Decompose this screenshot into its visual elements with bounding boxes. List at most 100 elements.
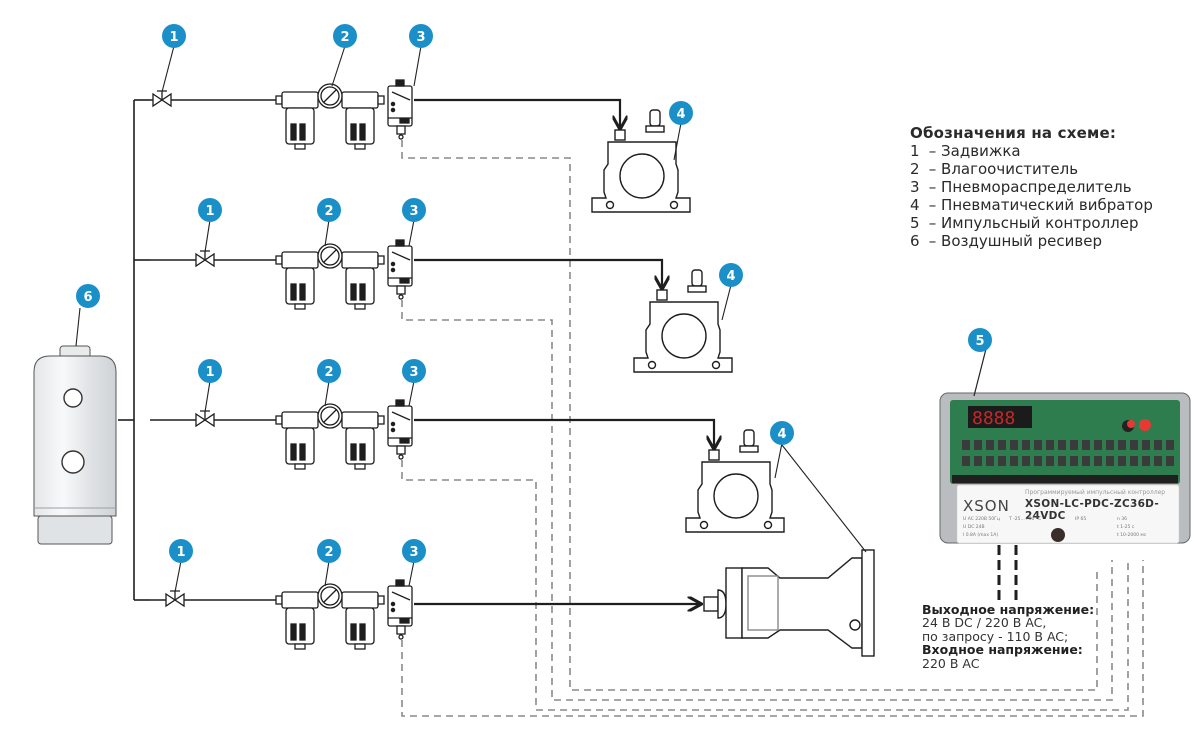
badge-number: 3 xyxy=(409,365,418,380)
relay xyxy=(1142,456,1150,466)
badge-number: 5 xyxy=(975,334,984,349)
controller-spec: U AC 220В 50Гц xyxy=(963,517,1000,522)
voltage-info: Выходное напряжение: 24 В DC / 220 В AC,… xyxy=(922,603,1094,670)
leader-line xyxy=(413,45,422,87)
controller-model: XSON-LC-PDC-ZC36D-24VDC xyxy=(1025,498,1160,522)
relay xyxy=(1010,440,1018,450)
relay xyxy=(1118,456,1126,466)
controller-spec: n 36 xyxy=(1117,517,1128,522)
vibrator-icon xyxy=(591,109,691,213)
pulse-controller: 8888 xyxy=(939,344,1191,544)
relay xyxy=(1058,440,1066,450)
leader-line xyxy=(324,380,330,407)
relay xyxy=(1082,456,1090,466)
badge-number: 1 xyxy=(205,204,214,219)
leader-line xyxy=(408,219,415,247)
relay xyxy=(1022,456,1030,466)
legend-item: 6 – Воздушный ресивер xyxy=(910,232,1102,250)
callout-badge-4: 4 xyxy=(669,101,693,125)
leader-lines xyxy=(75,307,867,553)
controller-spec: T -25...+60 °C xyxy=(1009,517,1042,522)
relay xyxy=(998,440,1006,450)
legend-title: Обозначения на схеме: xyxy=(910,124,1117,142)
relay xyxy=(1142,440,1150,450)
callout-badge-2: 2 xyxy=(317,539,341,563)
distributor-icon xyxy=(387,579,413,640)
callout-badge-1: 1 xyxy=(198,198,222,222)
callout-badge-1: 1 xyxy=(169,539,193,563)
distributor-icon xyxy=(387,239,413,300)
leader-line xyxy=(324,219,330,247)
filter-regulator-icon xyxy=(275,583,385,650)
badge-number: 1 xyxy=(205,365,214,380)
output-voltage-title: Выходное напряжение: xyxy=(922,602,1095,617)
callout-badge-5: 5 xyxy=(968,328,992,352)
controller-label: XSON Программируемый импульсный контролл… xyxy=(957,485,1179,543)
leader-line xyxy=(408,560,415,587)
controller-spec: IP 65 xyxy=(1075,517,1087,522)
relay xyxy=(1118,440,1126,450)
controller-spec: t 1-25 с xyxy=(1117,525,1135,530)
vibrator-icon xyxy=(633,269,733,373)
badge-number: 4 xyxy=(726,269,735,284)
callout-badge-2: 2 xyxy=(333,24,357,48)
badge-number: 1 xyxy=(176,545,185,560)
relay xyxy=(1058,456,1066,466)
relay xyxy=(1022,440,1030,450)
relay xyxy=(1046,440,1054,450)
relay xyxy=(1166,456,1174,466)
power-cable xyxy=(997,545,1018,600)
output-voltage-line: 24 В DC / 220 В AC, xyxy=(922,615,1047,631)
branch-row xyxy=(150,239,662,310)
branches xyxy=(150,79,714,650)
relay xyxy=(1106,456,1114,466)
vibrators xyxy=(591,109,785,533)
relay xyxy=(1130,456,1138,466)
leader-line xyxy=(408,380,415,407)
main-pipe xyxy=(118,99,150,601)
badge-number: 2 xyxy=(324,204,333,219)
leader-line xyxy=(721,284,732,321)
callout-badge-3: 3 xyxy=(402,359,426,383)
valve-icon xyxy=(195,410,215,428)
input-voltage-title: Входное напряжение: xyxy=(922,642,1083,658)
control-lines xyxy=(401,140,1144,717)
branch-row xyxy=(150,399,714,470)
relay xyxy=(1082,440,1090,450)
leader-line xyxy=(174,560,182,593)
relay xyxy=(962,440,970,450)
leader-line xyxy=(324,560,330,587)
badge-number: 3 xyxy=(416,30,425,45)
filter-regulator-icon xyxy=(275,83,385,150)
badge-number: 3 xyxy=(409,204,418,219)
callout-badge-2: 2 xyxy=(317,359,341,383)
relay xyxy=(1154,440,1162,450)
filter-regulator-icon xyxy=(275,243,385,310)
badge-number: 2 xyxy=(324,365,333,380)
vibrator-icon xyxy=(685,429,785,533)
legend-item: 2 – Влагоочиститель xyxy=(910,160,1079,178)
relay xyxy=(1070,456,1078,466)
callout-badge-4: 4 xyxy=(770,421,794,445)
leader-line xyxy=(331,45,346,87)
relay xyxy=(974,456,982,466)
badge-number: 4 xyxy=(676,107,685,122)
relay xyxy=(1094,456,1102,466)
relay xyxy=(1070,440,1078,450)
branch-row xyxy=(150,579,700,650)
valve-icon xyxy=(195,250,215,268)
terminal-block xyxy=(952,475,1178,483)
relay xyxy=(1166,440,1174,450)
callout-badge-6: 6 xyxy=(76,284,100,308)
legend-item: 5 – Импульсный контроллер xyxy=(910,214,1139,232)
air-receiver xyxy=(33,345,117,545)
relay xyxy=(1130,440,1138,450)
callout-badge-2: 2 xyxy=(317,198,341,222)
legend: Обозначения на схеме: 1 – Задвижка 2 – В… xyxy=(910,124,1153,250)
badge-number: 2 xyxy=(324,545,333,560)
leader-line xyxy=(673,122,682,161)
leader-line xyxy=(161,45,175,93)
branch-row xyxy=(150,79,620,150)
